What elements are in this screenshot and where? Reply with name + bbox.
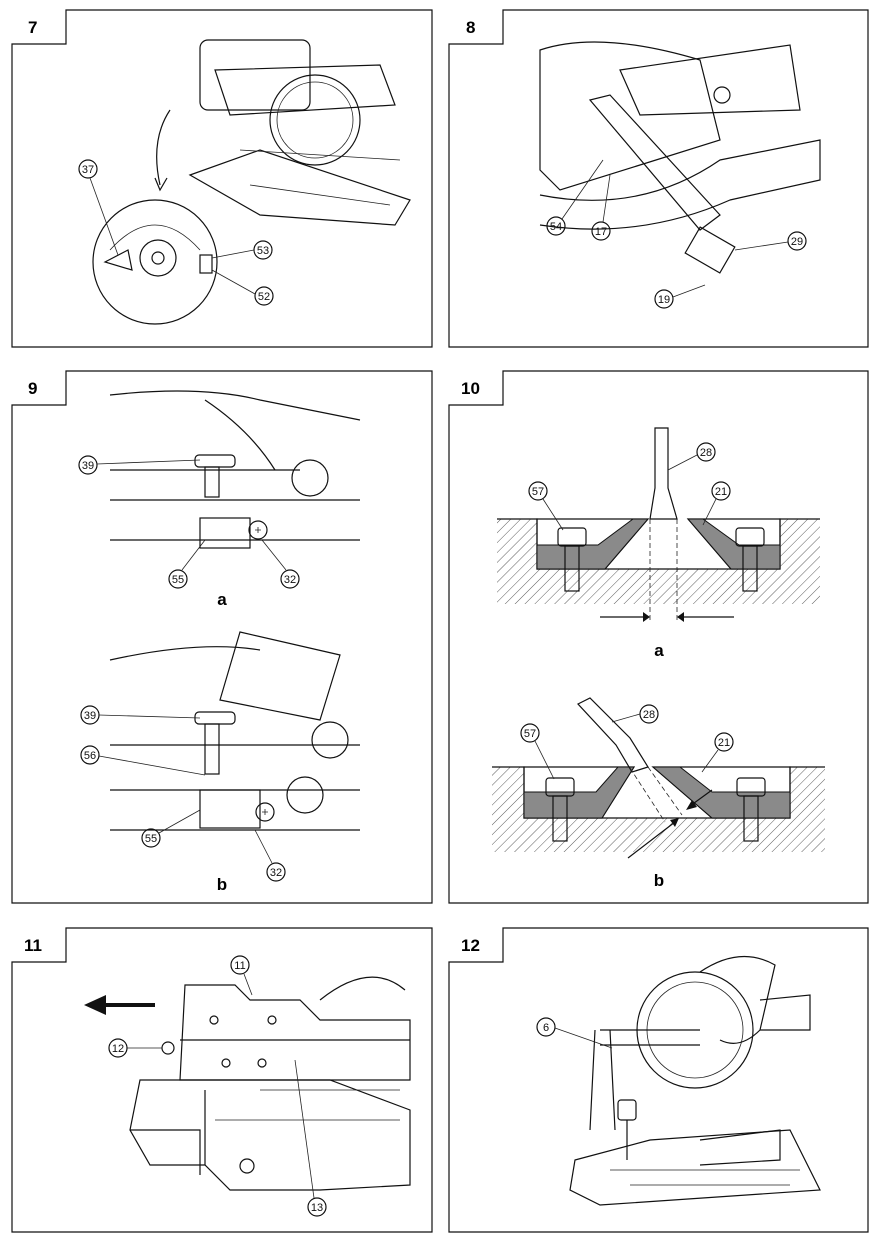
figure-panel-12: 12 6 — [448, 927, 869, 1233]
panel-number-11: 11 — [24, 936, 42, 955]
callout-11: 11 — [230, 955, 253, 996]
callout-21-b: 21 — [701, 732, 734, 773]
detail-circle-7 — [92, 199, 218, 325]
svg-text:28: 28 — [643, 709, 655, 721]
callout-21-a: 21 — [702, 481, 731, 526]
svg-text:52: 52 — [258, 291, 270, 303]
sublabel-9-b: b — [217, 875, 227, 894]
svg-text:57: 57 — [532, 486, 544, 498]
callout-56: 56 — [80, 745, 206, 776]
svg-text:13: 13 — [311, 1202, 323, 1214]
svg-text:37: 37 — [82, 164, 94, 176]
callout-39-b: 39 — [80, 705, 201, 725]
direction-arrow — [84, 995, 155, 1015]
table-illustration-8 — [539, 41, 821, 274]
callout-13: 13 — [294, 1059, 327, 1217]
callout-12: 12 — [108, 1038, 162, 1058]
callout-52: 52 — [211, 269, 274, 306]
figure-panel-9: 9 39 55 32 a — [11, 370, 433, 904]
svg-text:28: 28 — [700, 447, 712, 459]
callout-55-a: 55 — [168, 539, 206, 589]
panel-number-8: 8 — [466, 18, 475, 37]
svg-text:17: 17 — [595, 226, 607, 238]
sublabel-10-b: b — [654, 871, 664, 890]
svg-text:21: 21 — [715, 486, 727, 498]
svg-text:21: 21 — [718, 737, 730, 749]
svg-text:57: 57 — [524, 728, 536, 740]
svg-text:11: 11 — [234, 960, 245, 972]
panel-number-7: 7 — [28, 18, 37, 37]
svg-text:32: 32 — [284, 574, 296, 586]
kerf-section-b — [492, 697, 825, 859]
fence-illustration-11 — [129, 976, 411, 1191]
figure-panel-11: 11 11 12 — [11, 927, 433, 1233]
saw-illustration-12 — [569, 955, 821, 1206]
panel-number-9: 9 — [28, 379, 37, 398]
callout-29: 29 — [734, 231, 807, 251]
callout-37: 37 — [78, 159, 119, 256]
svg-text:55: 55 — [145, 833, 157, 845]
svg-text:53: 53 — [257, 245, 269, 257]
sublabel-9-a: a — [217, 590, 227, 609]
svg-text:54: 54 — [550, 221, 562, 233]
callout-28-b: 28 — [611, 704, 659, 724]
svg-text:6: 6 — [543, 1022, 549, 1034]
svg-text:55: 55 — [172, 574, 184, 586]
callout-6: 6 — [536, 1017, 613, 1049]
callout-17: 17 — [591, 174, 611, 241]
callout-55-b: 55 — [141, 809, 201, 848]
callout-53: 53 — [211, 240, 273, 260]
callout-19: 19 — [654, 284, 706, 309]
callout-32-b: 32 — [254, 829, 286, 882]
panel-number-10: 10 — [461, 379, 480, 398]
figure-panel-7: 7 37 53 — [11, 9, 433, 348]
svg-text:56: 56 — [84, 750, 96, 762]
saw-illustration-7 — [154, 39, 411, 226]
svg-text:19: 19 — [658, 294, 670, 306]
bevel-detail-b — [109, 631, 360, 831]
figure-panel-8: 8 54 17 29 19 — [448, 9, 869, 348]
svg-text:29: 29 — [791, 236, 803, 248]
figure-panel-10: 10 28 — [448, 370, 869, 904]
bevel-detail-a — [109, 390, 361, 549]
callout-57-a: 57 — [528, 481, 564, 531]
callout-54: 54 — [546, 159, 604, 236]
callout-28-a: 28 — [667, 442, 716, 471]
callout-32-a: 32 — [261, 539, 300, 589]
callout-57-b: 57 — [520, 723, 555, 780]
kerf-section-a — [497, 427, 820, 622]
svg-text:39: 39 — [84, 710, 96, 722]
svg-text:12: 12 — [112, 1043, 124, 1055]
panel-number-12: 12 — [461, 936, 480, 955]
svg-text:32: 32 — [270, 867, 282, 879]
svg-text:39: 39 — [82, 460, 94, 472]
callout-39-a: 39 — [78, 455, 201, 475]
sublabel-10-a: a — [654, 641, 664, 660]
